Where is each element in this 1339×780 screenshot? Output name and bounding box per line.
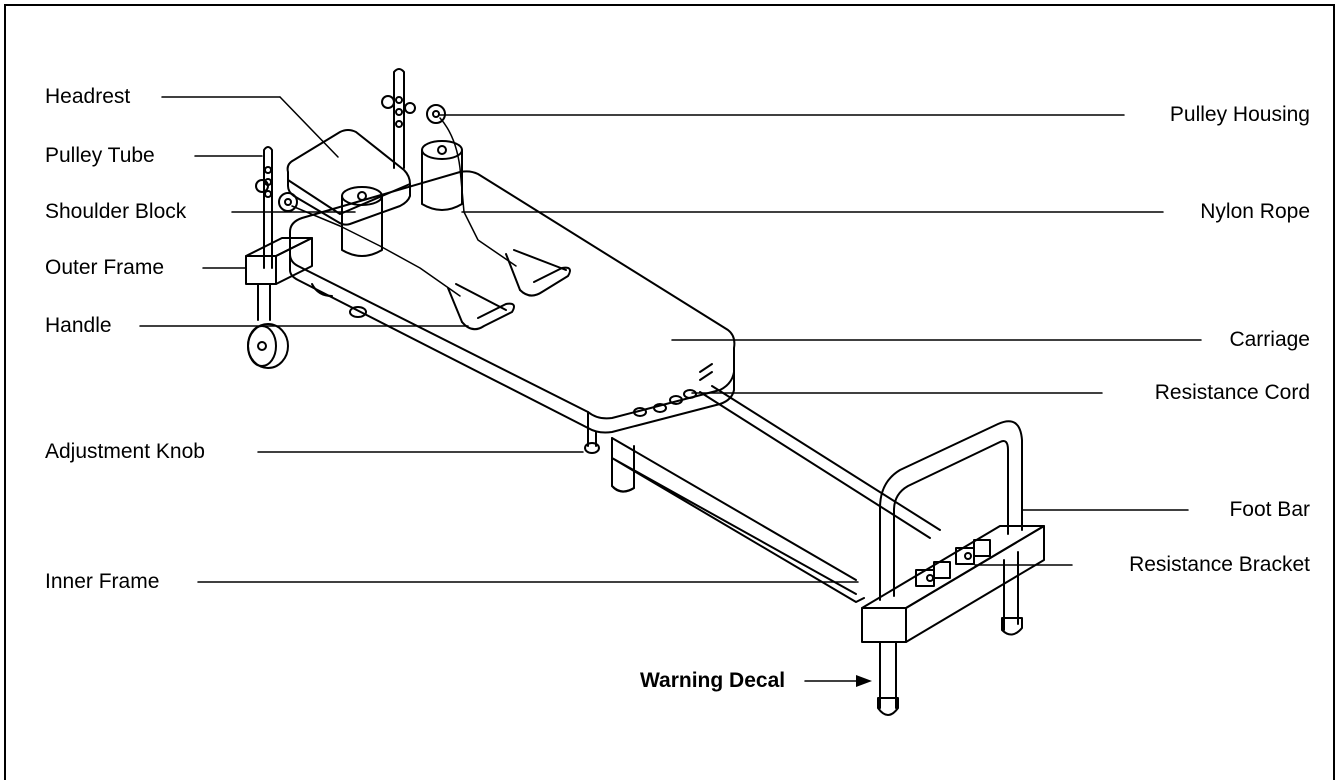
label-resistance-cord: Resistance Cord [1154,381,1310,404]
headrest [286,129,411,226]
label-pulley-tube: Pulley Tube [45,144,155,167]
label-pulley-housing: Pulley Housing [1169,103,1310,126]
label-nylon-rope: Nylon Rope [1200,200,1310,223]
label-shoulder-block: Shoulder Block [45,200,187,223]
handles [447,249,571,331]
pulley-housings [278,102,446,212]
label-outer-frame: Outer Frame [45,256,165,279]
wheel [247,323,289,369]
leader-lines [139,96,1202,682]
label-handle: Handle [45,314,112,337]
label-headrest: Headrest [45,85,131,108]
shoulder-blocks [341,140,463,257]
warning-decal-arrowhead [856,675,872,687]
label-foot-bar: Foot Bar [1229,498,1310,521]
resistance-brackets [915,539,991,587]
label-adjustment-knob: Adjustment Knob [45,440,205,463]
label-resistance-bracket: Resistance Bracket [1129,553,1310,576]
foot-frame [861,525,1045,716]
inner-frame [611,385,941,603]
foot-bar [879,420,1023,601]
outer-frame-head [245,237,313,321]
diagram-frame [4,4,1335,780]
carriage [289,170,736,434]
pulley-tubes [255,68,405,269]
label-warning-decal: Warning Decal [640,669,786,692]
nylon-ropes [291,117,517,297]
underside [311,283,713,454]
label-inner-frame: Inner Frame [45,570,160,593]
label-carriage: Carriage [1229,328,1310,351]
